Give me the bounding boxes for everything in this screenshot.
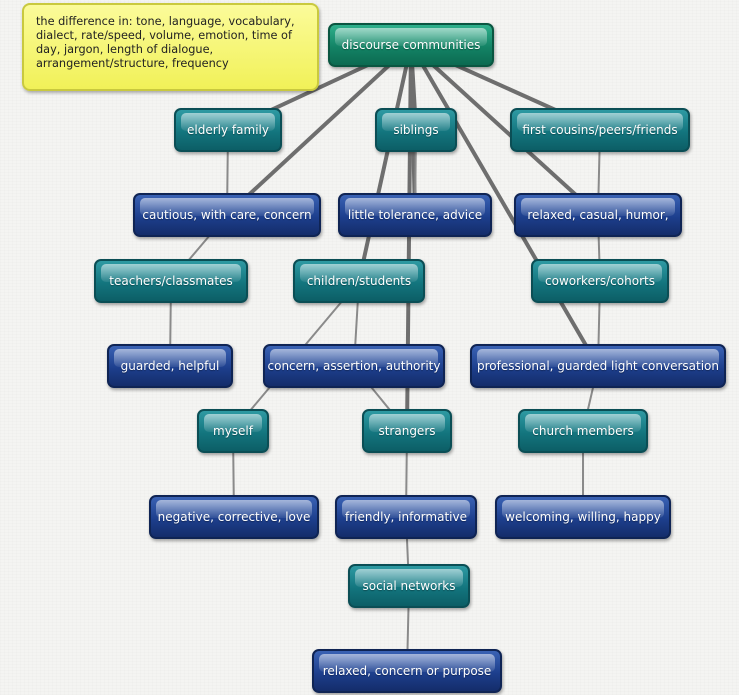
node-guarded-helpful[interactable]: guarded, helpful bbox=[107, 344, 233, 388]
connector-root-children bbox=[357, 43, 413, 283]
note-box[interactable]: the difference in: tone, language, vocab… bbox=[22, 3, 319, 91]
node-teachers-classmates[interactable]: teachers/classmates bbox=[94, 259, 248, 303]
node-social-networks[interactable]: social networks bbox=[348, 564, 470, 608]
node-relaxed-casual[interactable]: relaxed, casual, humor, bbox=[514, 193, 682, 237]
node-concern-assertion-authority[interactable]: concern, assertion, authority bbox=[263, 344, 445, 388]
node-elderly-family[interactable]: elderly family bbox=[174, 108, 282, 152]
connector-root-relaxed_casual bbox=[409, 43, 600, 217]
node-first-cousins[interactable]: first cousins/peers/friends bbox=[510, 108, 690, 152]
connector-root-professional bbox=[409, 43, 600, 368]
node-welcoming-willing[interactable]: welcoming, willing, happy bbox=[495, 495, 671, 539]
node-professional-guarded[interactable]: professional, guarded light conversation bbox=[470, 344, 726, 388]
node-siblings[interactable]: siblings bbox=[375, 108, 457, 152]
node-little-tolerance[interactable]: little tolerance, advice bbox=[338, 193, 492, 237]
node-negative-corrective[interactable]: negative, corrective, love bbox=[149, 495, 319, 539]
node-coworkers-cohorts[interactable]: coworkers/cohorts bbox=[531, 259, 669, 303]
node-church-members[interactable]: church members bbox=[518, 409, 648, 453]
node-relaxed-concern-purpose[interactable]: relaxed, concern or purpose bbox=[312, 649, 502, 693]
node-strangers[interactable]: strangers bbox=[362, 409, 452, 453]
node-discourse-communities[interactable]: discourse communities bbox=[328, 23, 494, 67]
connector-root-cautious bbox=[225, 43, 413, 217]
node-myself[interactable]: myself bbox=[197, 409, 269, 453]
node-cautious-with-care[interactable]: cautious, with care, concern bbox=[133, 193, 321, 237]
node-friendly-informative[interactable]: friendly, informative bbox=[335, 495, 477, 539]
node-children-students[interactable]: children/students bbox=[293, 259, 425, 303]
